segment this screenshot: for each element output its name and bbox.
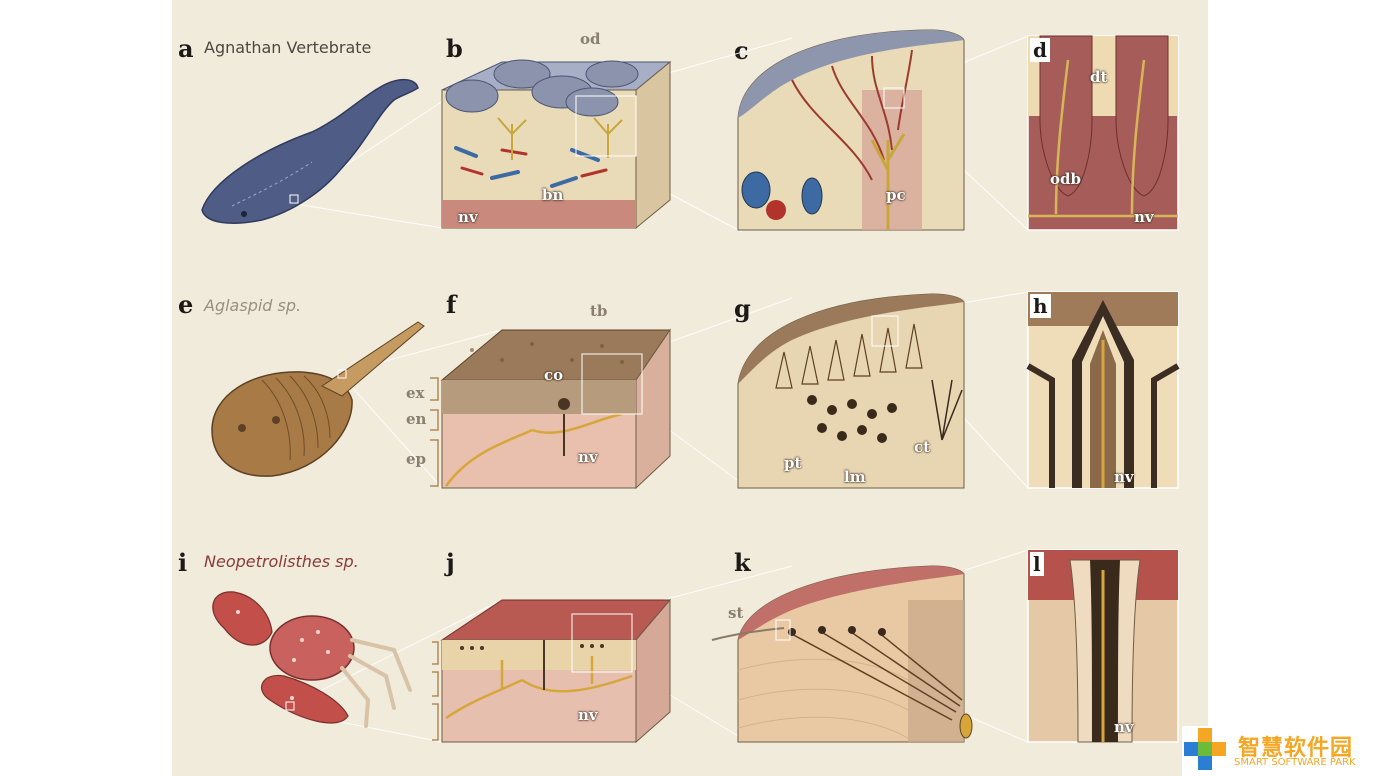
label-st: st bbox=[728, 604, 744, 622]
label-nv-l: nv bbox=[1114, 718, 1134, 736]
panel-letter-k: k bbox=[734, 548, 751, 577]
panel-letter-h: h bbox=[1030, 294, 1051, 318]
logo-squares-icon bbox=[1184, 728, 1226, 770]
logo-text-en: SMART SOFTWARE PARK bbox=[1234, 757, 1356, 768]
label-ct: ct bbox=[914, 438, 931, 456]
label-co: co bbox=[544, 366, 564, 384]
panel-letter-b: b bbox=[446, 34, 463, 63]
panel-letter-j: j bbox=[446, 548, 455, 577]
label-bn: bn bbox=[542, 186, 564, 204]
panel-letter-g: g bbox=[734, 294, 751, 323]
species-name-agnathan: Agnathan Vertebrate bbox=[204, 38, 372, 57]
label-nv-f: nv bbox=[578, 448, 598, 466]
label-nv-j: nv bbox=[578, 706, 598, 724]
logo-text-cn: 智慧软件园 bbox=[1238, 736, 1354, 761]
label-odb: odb bbox=[1050, 170, 1081, 188]
figure-plate: a Agnathan Vertebrate b c bbox=[172, 0, 1208, 776]
label-en: en bbox=[406, 410, 427, 428]
species-name-neopetrolisthes: Neopetrolisthes sp. bbox=[204, 552, 359, 571]
label-od: od bbox=[580, 30, 601, 48]
panel-letter-e: e bbox=[178, 290, 194, 319]
panel-letter-a: a bbox=[178, 34, 194, 63]
panel-letter-f: f bbox=[446, 290, 457, 319]
label-ep: ep bbox=[406, 450, 427, 468]
label-lm: lm bbox=[844, 468, 866, 486]
specimen-illustrations bbox=[201, 29, 1180, 744]
panel-letter-l: l bbox=[1030, 552, 1044, 576]
label-nv-d: nv bbox=[1134, 208, 1154, 226]
label-nv-h: nv bbox=[1114, 468, 1134, 486]
label-pc: pc bbox=[886, 186, 906, 204]
label-ex: ex bbox=[406, 384, 425, 402]
label-tb: tb bbox=[590, 302, 608, 320]
panel-letter-d: d bbox=[1030, 38, 1050, 62]
species-name-aglaspid: Aglaspid sp. bbox=[204, 296, 302, 315]
label-nv-b: nv bbox=[458, 208, 478, 226]
label-pt: pt bbox=[784, 454, 802, 472]
label-dt: dt bbox=[1090, 68, 1108, 86]
panel-letter-i: i bbox=[178, 548, 188, 577]
smart-software-park-logo: 智慧软件园 SMART SOFTWARE PARK bbox=[1182, 726, 1380, 776]
panel-letter-c: c bbox=[734, 36, 749, 65]
